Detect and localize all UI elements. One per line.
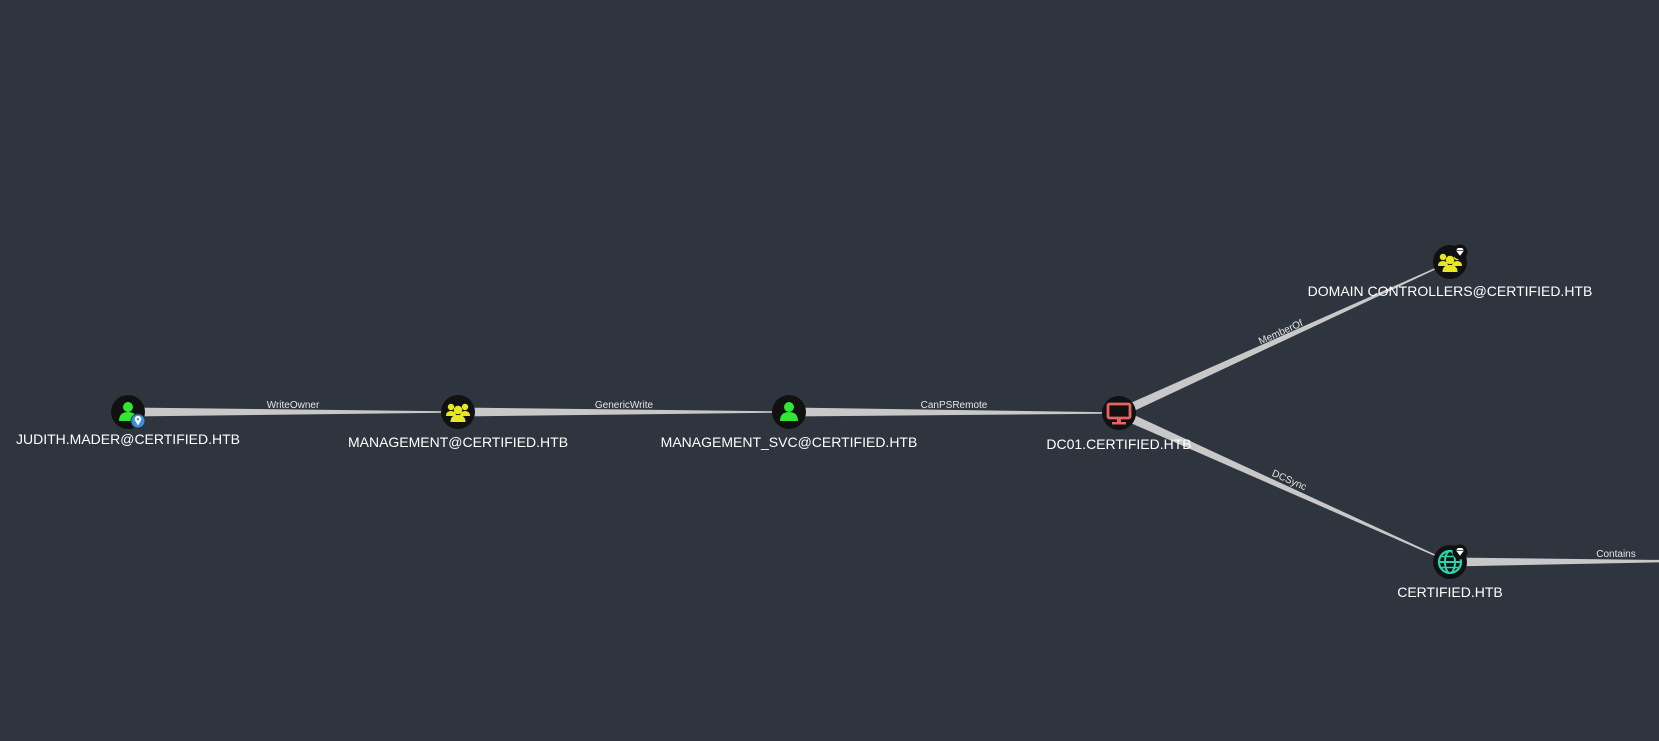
edge-label: GenericWrite: [595, 400, 654, 411]
edge-e4[interactable]: [1117, 261, 1451, 418]
edge-label: Contains: [1596, 549, 1635, 560]
edge-e6[interactable]: [1449, 557, 1659, 567]
node-domain-controllers[interactable]: [1433, 244, 1468, 280]
edge-label: CanPSRemote: [921, 400, 988, 411]
owned-pin-icon: [130, 413, 146, 429]
node-certified[interactable]: [1433, 544, 1468, 580]
computer-icon: [1106, 402, 1132, 425]
node-label: JUDITH.MADER@CERTIFIED.HTB: [16, 431, 240, 447]
node-management[interactable]: [441, 395, 475, 429]
user-icon: [780, 402, 798, 421]
node-dc01[interactable]: [1102, 396, 1136, 430]
group-icon: [446, 403, 470, 422]
high-value-gem-icon: [1452, 544, 1468, 560]
edge-e1[interactable]: [128, 407, 458, 417]
node-label: DOMAIN CONTROLLERS@CERTIFIED.HTB: [1308, 283, 1593, 299]
node-judith[interactable]: [111, 395, 146, 429]
node-label: DC01.CERTIFIED.HTB: [1046, 436, 1191, 452]
edge-e3[interactable]: [788, 407, 1120, 417]
node-label: MANAGEMENT@CERTIFIED.HTB: [348, 434, 568, 450]
node-label: CERTIFIED.HTB: [1397, 584, 1503, 600]
edge-e5[interactable]: [1117, 408, 1451, 563]
edge-e2[interactable]: [458, 407, 789, 417]
nodes-layer: JUDITH.MADER@CERTIFIED.HTB MANAGEMENT@CER…: [16, 244, 1593, 600]
node-label: MANAGEMENT_SVC@CERTIFIED.HTB: [661, 434, 918, 450]
high-value-gem-icon: [1452, 244, 1468, 260]
node-management-svc[interactable]: [772, 395, 806, 429]
edge-label: WriteOwner: [267, 400, 320, 411]
